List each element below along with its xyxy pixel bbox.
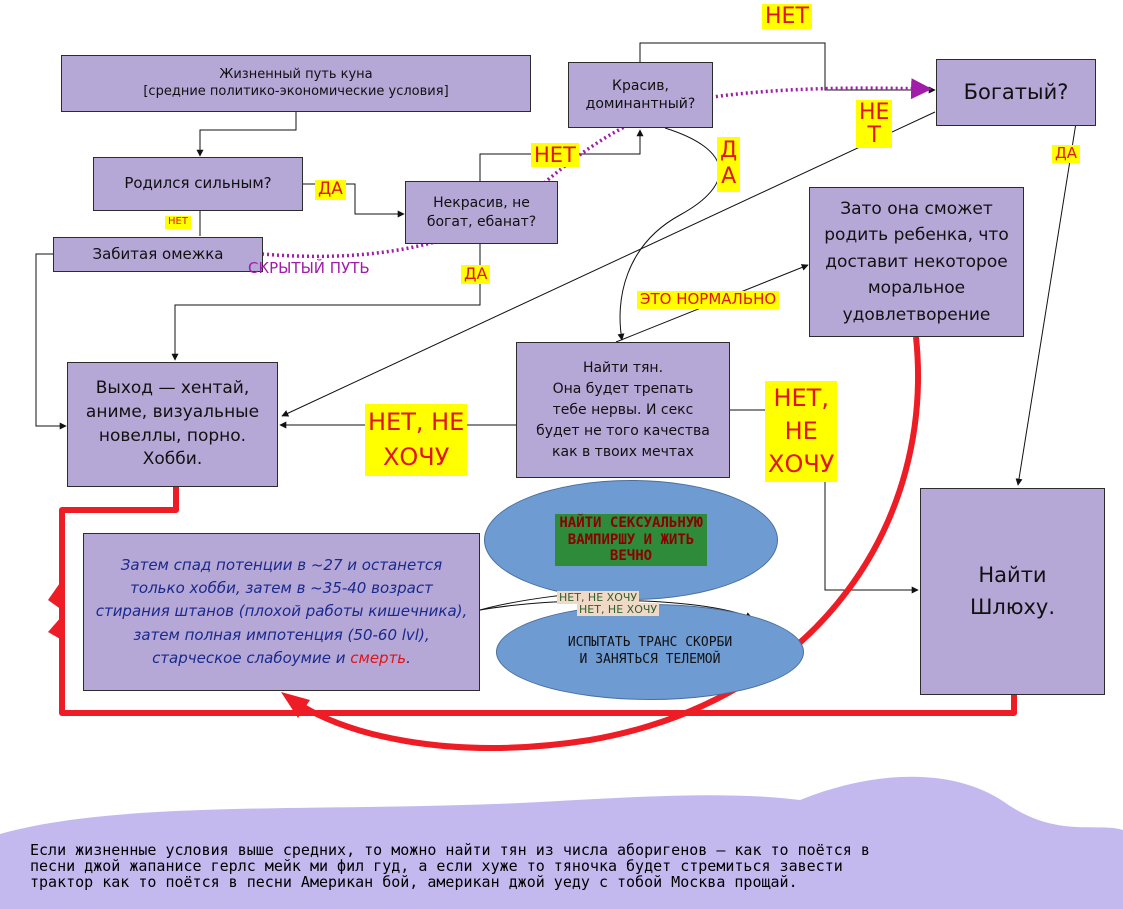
label-normal: ЭТО НОРМАЛЬНО [637,291,780,309]
red-arrowhead-2 [48,616,62,640]
conn-omega-to-exit [35,253,67,430]
decline-text-main: Затем спад потенции в ~27 и останется то… [95,555,468,667]
node-vampire-oval: НАЙТИ СЕКСУАЛЬНУЮ ВАМПИРШУ И ЖИТЬ ВЕЧНО [484,480,778,600]
label-yes-ugly: ДА [461,265,491,284]
label-no-mid: НЕТ [531,143,579,168]
label-small-no-2: НЕТ, НЕ ХОЧУ [577,603,660,616]
node-find-whore: Найти Шлюху. [920,488,1105,695]
label-no-dont-want-left: НЕТ, НЕ ХОЧУ [365,404,468,476]
node-exit-hentai: Выход — хентай, аниме, визуальные новелл… [67,362,278,487]
hidden-path-line [261,78,933,259]
red-arrowhead-1 [48,580,62,610]
red-child-to-decline [288,336,922,751]
node-life-path: Жизненный путь куна [средние политико-эк… [61,55,531,112]
red-arrowhead-3 [281,692,310,718]
node-born-strong: Родился сильным? [93,157,303,211]
bottom-blob [0,776,1123,909]
vampire-text: НАЙТИ СЕКСУАЛЬНУЮ ВАМПИРШУ И ЖИТЬ ВЕЧНО [555,513,707,567]
label-yes-rich: ДА [1052,145,1080,163]
decline-death-word: смерть [350,648,407,667]
label-no-top: НЕТ [762,4,812,30]
red-exit-to-decline [59,487,1017,716]
conn-handsome-to-find-tyan [617,127,720,341]
label-yes-born: ДА [315,180,346,200]
label-no-small: НЕТ [165,216,191,229]
footer-note: Если жизненные условия выше средних, то … [30,841,870,891]
node-rich: Богатый? [936,59,1096,126]
node-child: Зато она сможет родить ребенка, что дост… [809,187,1024,337]
node-ugly-poor: Некрасив, не богат, ебанат? [405,181,558,244]
label-no-rich: НЕ Т [856,100,893,149]
node-trans-oval: ИСПЫТАТЬ ТРАНС СКОРБИ И ЗАНЯТЬСЯ ТЕЛЕМОЙ [496,604,804,700]
conn-handsome-to-rich [639,42,936,94]
label-small-no-1: НЕТ, НЕ ХОЧУ [557,591,640,604]
node-beaten-omega: Забитая омежка [53,237,263,272]
node-decline: Затем спад потенции в ~27 и останется то… [83,533,480,691]
label-yes-handsome: Д А [717,137,741,192]
decline-text-end: . [406,648,411,667]
decline-text: Затем спад потенции в ~27 и останется то… [94,554,469,670]
node-find-tyan: Найти тян. Она будет трепать тебе нервы.… [516,342,730,478]
label-hidden-path: СКРЫТЫЙ ПУТЬ [248,259,370,277]
conn-life-to-born [196,112,297,157]
label-no-dont-want-right: НЕТ, НЕ ХОЧУ [765,381,838,483]
trans-text: ИСПЫТАТЬ ТРАНС СКОРБИ И ЗАНЯТЬСЯ ТЕЛЕМОЙ [567,635,733,667]
conn-rich-to-exit [281,111,936,417]
node-handsome: Красив, доминантный? [568,62,713,128]
